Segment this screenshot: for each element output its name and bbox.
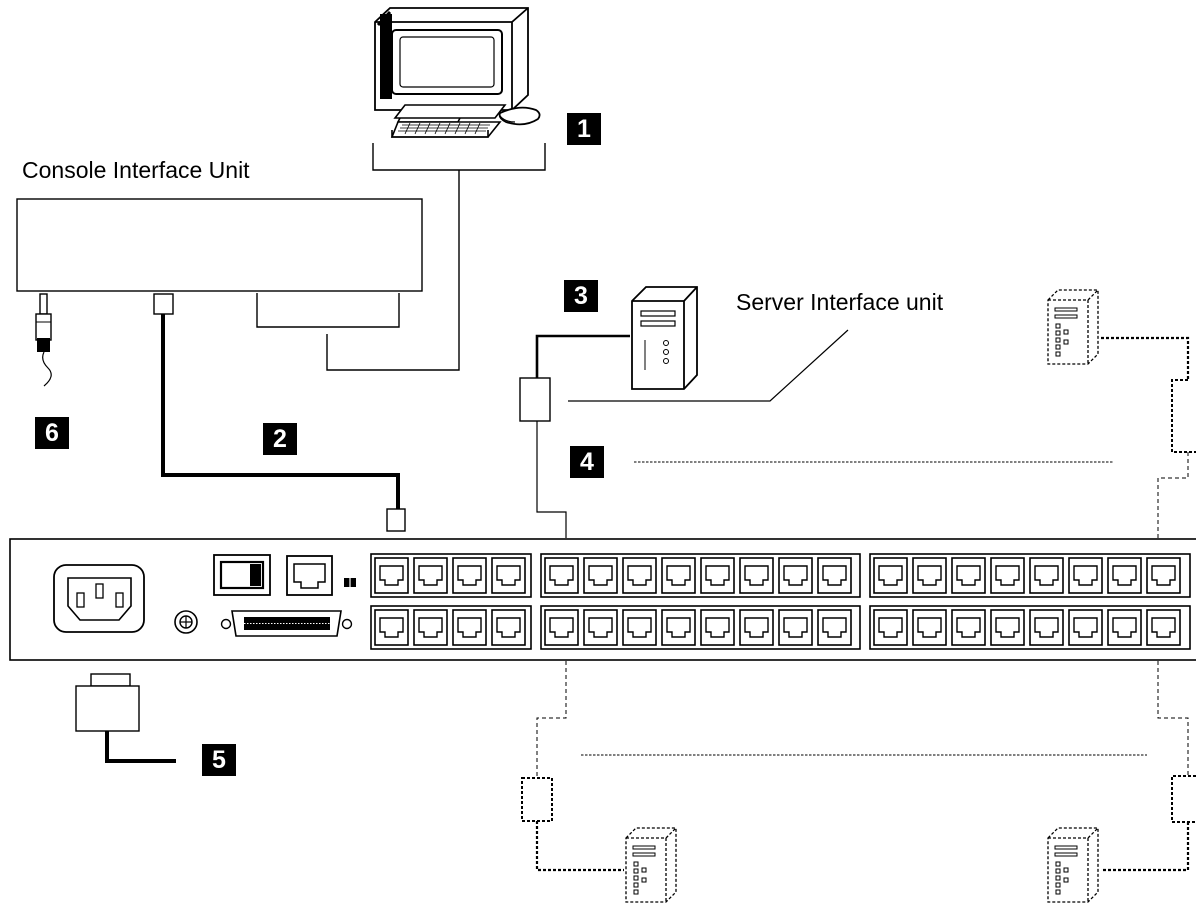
- rj45-port-icon: [778, 609, 813, 646]
- rj45-port-icon: [452, 609, 487, 646]
- rj45-port-icon: [1068, 557, 1103, 594]
- rj45-port-icon: [817, 557, 852, 594]
- ground-screw-icon: [174, 610, 198, 634]
- lower-right-chain: [1101, 661, 1196, 872]
- rj45-port-icon: [873, 609, 908, 646]
- console-interface-unit-label: Console Interface Unit: [22, 157, 250, 183]
- rj45-port-icon: [951, 609, 986, 646]
- server-interface-unit-label: Server Interface unit: [736, 289, 944, 315]
- rj45-port-icon: [544, 557, 579, 594]
- server-interface-unit-box: [519, 377, 551, 422]
- network-port-icon: [286, 555, 333, 596]
- expansion-port-icon: [220, 610, 353, 637]
- rj45-port-icon: [739, 609, 774, 646]
- rj45-port-icon: [1107, 557, 1142, 594]
- power-inlet-icon: [53, 564, 145, 633]
- rj45-port-icon: [544, 609, 579, 646]
- callout-6: 6: [35, 417, 69, 449]
- rj45-port-icon: [700, 557, 735, 594]
- rj45-port-icon: [1107, 609, 1142, 646]
- console-bracket: [256, 293, 400, 328]
- rj45-port-icon: [622, 557, 657, 594]
- rj45-port-icon: [374, 557, 409, 594]
- server-cable: [535, 334, 630, 378]
- workstation-icon: [374, 7, 541, 138]
- rj45-port-icon: [661, 609, 696, 646]
- rj45-port-icon: [1146, 557, 1181, 594]
- dip-switch-icon: [344, 578, 356, 587]
- right-upper-chain: [1101, 336, 1196, 538]
- rj45-port-icon: [583, 557, 618, 594]
- console-cable: [161, 314, 400, 509]
- rj45-port-icon: [778, 557, 813, 594]
- rj45-port-icon: [912, 609, 947, 646]
- rj45-port-icon: [413, 557, 448, 594]
- rj45-port-icon: [739, 557, 774, 594]
- lower-mid-chain: [521, 661, 624, 872]
- server-tower-dashed-icon: [625, 827, 677, 903]
- rj45-port-icon: [951, 557, 986, 594]
- rj45-port-icon: [873, 557, 908, 594]
- rj45-port-icon: [1029, 557, 1064, 594]
- callout-5: 5: [202, 744, 236, 776]
- workstation-bracket: [326, 143, 546, 371]
- power-switch-icon: [213, 554, 271, 596]
- server-tower-dashed-icon: [1047, 827, 1099, 903]
- siu-link-cable: [536, 421, 567, 538]
- server-tower-dashed-icon: [1047, 289, 1099, 365]
- rj45-port-icon: [661, 557, 696, 594]
- callout-2: 2: [263, 423, 297, 455]
- rj45-port-icon: [622, 609, 657, 646]
- rj45-port-icon: [413, 609, 448, 646]
- rj45-port-icon: [990, 609, 1025, 646]
- console-interface-unit-box: [16, 198, 423, 292]
- rj45-port-icon: [912, 557, 947, 594]
- console-connector-icon: [153, 293, 174, 315]
- rj45-port-icon: [700, 609, 735, 646]
- rj45-port-icon: [491, 557, 526, 594]
- rj45-port-icon: [374, 609, 409, 646]
- rj45-port-icon: [817, 609, 852, 646]
- rj45-port-icon: [491, 609, 526, 646]
- callout-3: 3: [564, 280, 598, 312]
- rj45-port-icon: [990, 557, 1025, 594]
- rj45-port-icon: [1146, 609, 1181, 646]
- switch-connector-icon: [386, 508, 406, 532]
- audio-plug-icon: [35, 293, 52, 387]
- callout-1: 1: [567, 113, 601, 145]
- callout-4: 4: [570, 446, 604, 478]
- power-cord-icon: [75, 673, 176, 763]
- rj45-port-icon: [452, 557, 487, 594]
- rj45-port-icon: [1068, 609, 1103, 646]
- rj45-port-icon: [583, 609, 618, 646]
- server-tower-icon: [631, 286, 698, 390]
- rj45-port-icon: [1029, 609, 1064, 646]
- server-interface-leader: [568, 329, 849, 402]
